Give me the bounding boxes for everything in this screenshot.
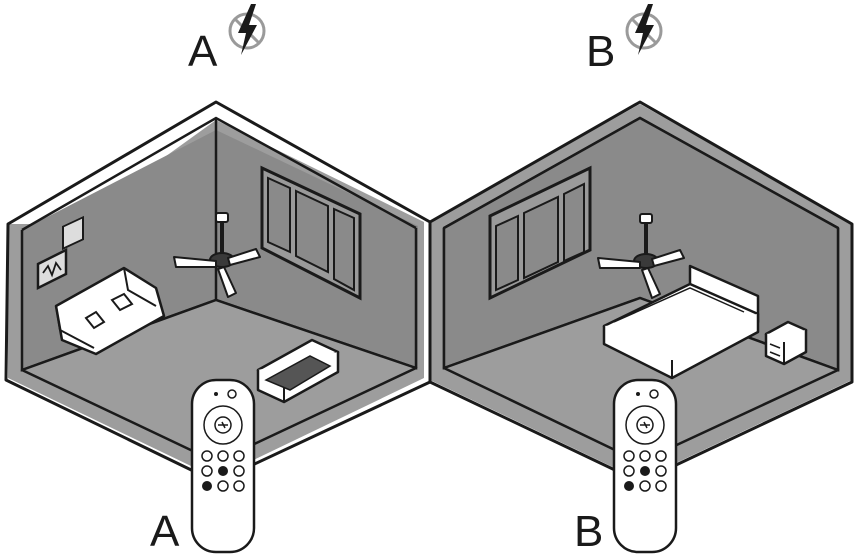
room-b bbox=[428, 100, 854, 554]
room-b-title: B bbox=[586, 27, 615, 76]
remote-b bbox=[612, 378, 678, 554]
room-a bbox=[4, 100, 432, 554]
room-b-window bbox=[488, 165, 592, 301]
room-a-window bbox=[260, 165, 362, 301]
sofa bbox=[54, 266, 166, 356]
remote-b-label: B bbox=[574, 507, 603, 556]
room-a-title: A bbox=[188, 27, 218, 76]
remote-a-label: A bbox=[150, 507, 180, 556]
no-power-icon bbox=[228, 2, 266, 57]
remote-a bbox=[190, 378, 256, 554]
tv-stand bbox=[256, 338, 340, 404]
wall-picture bbox=[36, 247, 68, 291]
no-power-icon bbox=[625, 2, 663, 57]
wall-panel bbox=[62, 215, 84, 251]
nightstand bbox=[764, 320, 808, 366]
bed bbox=[602, 264, 760, 380]
